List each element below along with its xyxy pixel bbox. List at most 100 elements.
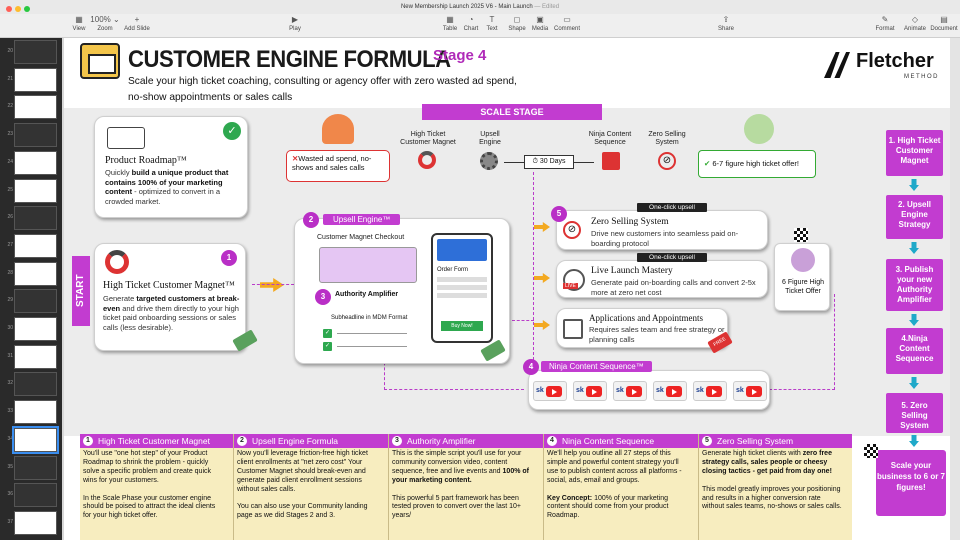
slide-thumbnail[interactable] (14, 233, 57, 258)
slide-number: 33 (7, 408, 13, 415)
stressed-person-icon (322, 114, 354, 144)
note-text: You'll use "one hot step" of your Produc… (83, 450, 216, 520)
slide-thumbnail[interactable] (14, 483, 57, 508)
trophy-icon (791, 248, 815, 272)
connector-line (252, 284, 294, 285)
share-button[interactable]: ⇪Share (711, 14, 741, 34)
step-box: 5. Zero Selling System (886, 393, 943, 433)
document-button[interactable]: ▤Document (930, 15, 958, 32)
magnet-icon (418, 151, 436, 169)
celebration-icon (744, 114, 774, 144)
scale-stage-banner: SCALE STAGE (422, 104, 602, 120)
slide-thumbnail[interactable] (14, 317, 57, 341)
step-box: 3. Publish your new Authority Amplifier (886, 259, 943, 311)
animate-button[interactable]: ◇Animate (900, 14, 930, 34)
result-box: ✔ 6-7 figure high ticket offer! (698, 150, 816, 178)
slide-thumbnail[interactable] (14, 289, 57, 314)
toolbar: ▦View 100% ⌄Zoom +Add Slide ▶Play ▦Table… (0, 14, 960, 38)
slide-number: 34 (7, 435, 13, 442)
problem-box: ✕Wasted ad spend, no-shows and sales cal… (286, 150, 390, 182)
upsell-engine-title: Upsell Engine™ (323, 214, 401, 225)
slide-canvas[interactable]: CUSTOMER ENGINE FORMULA Stage 4 Scale yo… (64, 38, 950, 540)
scroll-area[interactable] (950, 38, 960, 540)
slide-thumbnail[interactable] (12, 425, 59, 454)
close-icon[interactable] (6, 6, 12, 12)
zoom-menu[interactable]: 100% ⌄Zoom (90, 15, 120, 32)
slide-thumbnail[interactable] (14, 261, 57, 286)
product-roadmap-title: Product Roadmap™ (105, 155, 187, 166)
view-button[interactable]: ▦View (64, 14, 94, 34)
roadmap-icon (107, 127, 145, 149)
authority-amplifier-label: Authority Amplifier (335, 291, 399, 298)
note-text: This is the simple script you'll use for… (392, 450, 529, 520)
slide-thumbnail[interactable] (14, 40, 57, 64)
checkout-label: Customer Magnet Checkout (317, 234, 405, 241)
zero-selling-title: Zero Selling System (591, 217, 669, 227)
minimize-icon[interactable] (15, 6, 21, 12)
table-icon: ▦ (446, 15, 454, 24)
slide-thumbnail[interactable] (14, 344, 57, 369)
final-goal-box: Scale your business to 6 or 7 figures! (876, 450, 946, 516)
note-text: Now you'll leverage friction-free high t… (237, 450, 368, 520)
order-form-label: Order Form (437, 267, 469, 273)
slide-thumbnail[interactable] (14, 400, 57, 425)
media-icon: ▣ (536, 15, 544, 24)
flow-step: Zero Selling System (648, 131, 686, 146)
window-controls[interactable] (6, 4, 33, 18)
animate-icon: ◇ (911, 15, 919, 24)
share-icon: ⇪ (722, 15, 730, 24)
add-slide-button[interactable]: +Add Slide (122, 14, 152, 34)
play-icon: ▶ (291, 15, 299, 24)
arrow-right-icon (534, 320, 550, 330)
arrow-down-icon (909, 179, 919, 191)
step-box: 4.Ninja Content Sequence (886, 328, 943, 374)
slide-number: 32 (7, 380, 13, 387)
format-button[interactable]: ✎Format (870, 14, 900, 34)
flow-step: Upsell Engine (479, 131, 501, 146)
one-click-pill: One-click upsell (637, 203, 707, 212)
start-label: START (72, 256, 90, 326)
slide-subtitle: Scale your high ticket coaching, consult… (128, 76, 517, 103)
play-button[interactable]: ▶Play (280, 14, 310, 34)
slide-number: 24 (7, 158, 13, 165)
shape-button[interactable]: ◻Shape (502, 14, 532, 34)
product-roadmap-card: ✓ Product Roadmap™ Quickly build a uniqu… (94, 116, 248, 218)
comment-button[interactable]: ▭Comment (553, 15, 580, 32)
zoom-value: 100% ⌄ (90, 15, 120, 24)
checkered-flag-icon (864, 444, 878, 458)
slide-thumbnail[interactable] (14, 123, 57, 148)
slide-number: 20 (7, 48, 13, 54)
comment-icon: ▭ (563, 15, 571, 24)
note-title: Authority Amplifier (407, 436, 476, 446)
slide-thumbnail[interactable] (14, 178, 57, 203)
slide-thumbnail[interactable] (14, 455, 57, 480)
brand-logo: Fletcher METHOD (824, 50, 944, 84)
slide-thumbnail[interactable] (14, 95, 57, 120)
slide-thumbnail[interactable] (14, 510, 57, 535)
video-icon: sk (653, 381, 687, 401)
slide-thumbnail[interactable] (14, 67, 57, 92)
media-button[interactable]: ▣Media (525, 14, 555, 34)
checkered-flag-icon (794, 228, 808, 242)
chart-button[interactable]: ◔Chart (456, 14, 486, 34)
arrow-down-icon (909, 377, 919, 389)
text-icon: T (489, 15, 495, 24)
slide-number: 37 (7, 518, 13, 525)
zoom-window-icon[interactable] (24, 6, 30, 12)
checkbox-icon: ✓ (323, 329, 332, 338)
slide-thumbnail[interactable] (14, 372, 57, 397)
checkout-mockup (319, 247, 417, 283)
applications-card: Applications and Appointments Requires s… (556, 308, 728, 348)
subheadline-label: Subheadline in MDM Format (331, 315, 408, 321)
slide-thumbnail[interactable] (14, 206, 57, 231)
table-button[interactable]: ▦Table (435, 14, 465, 34)
video-icon: sk (693, 381, 727, 401)
slide-thumbnail[interactable] (14, 150, 57, 175)
step-number: 2 (303, 212, 319, 228)
thirty-days-box: ⏱ 30 Days (524, 155, 574, 169)
